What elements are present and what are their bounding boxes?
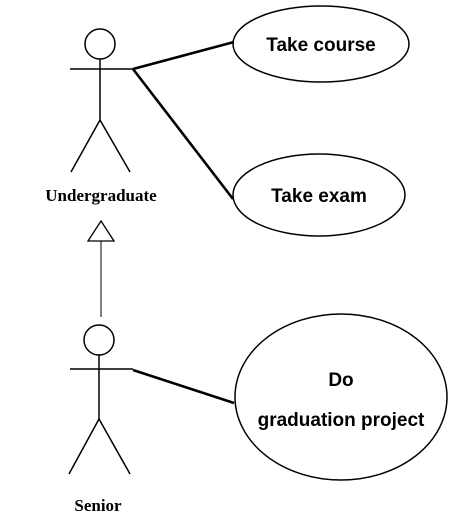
association-senior-do-graduation-project — [132, 368, 235, 405]
generalization-arrowhead — [86, 219, 116, 242]
use-case-do-graduation-project-ellipse — [234, 313, 448, 481]
use-case-take-exam-label: Take exam — [271, 186, 367, 207]
actor-undergraduate-right-leg — [99, 119, 131, 173]
actor-undergraduate-left-leg — [70, 119, 101, 173]
use-case-do-graduation-project-label-line1: Do — [328, 370, 353, 391]
use-case-take-course-label: Take course — [266, 35, 375, 56]
use-case-take-exam[interactable]: Take exam — [232, 153, 406, 237]
use-case-take-course[interactable]: Take course — [232, 5, 410, 83]
actor-senior-left-leg — [68, 418, 100, 475]
use-case-take-course-ellipse — [232, 5, 410, 83]
use-case-do-graduation-project-label-line2: graduation project — [258, 410, 425, 431]
association-undergraduate-take-course — [132, 40, 235, 71]
actor-senior-head — [83, 324, 115, 356]
actor-senior-label: Senior — [74, 496, 122, 515]
actor-undergraduate-label: Undergraduate — [45, 186, 157, 205]
actor-senior[interactable]: Senior — [68, 324, 133, 515]
association-undergraduate-take-exam — [131, 68, 235, 200]
use-case-do-graduation-project[interactable]: Do graduation project — [234, 313, 448, 481]
generalization-senior-to-undergraduate — [86, 219, 116, 317]
actor-undergraduate-head — [84, 28, 116, 60]
actor-undergraduate[interactable]: Undergraduate — [45, 28, 157, 205]
actor-senior-right-leg — [98, 418, 131, 475]
use-case-take-exam-ellipse — [232, 153, 406, 237]
